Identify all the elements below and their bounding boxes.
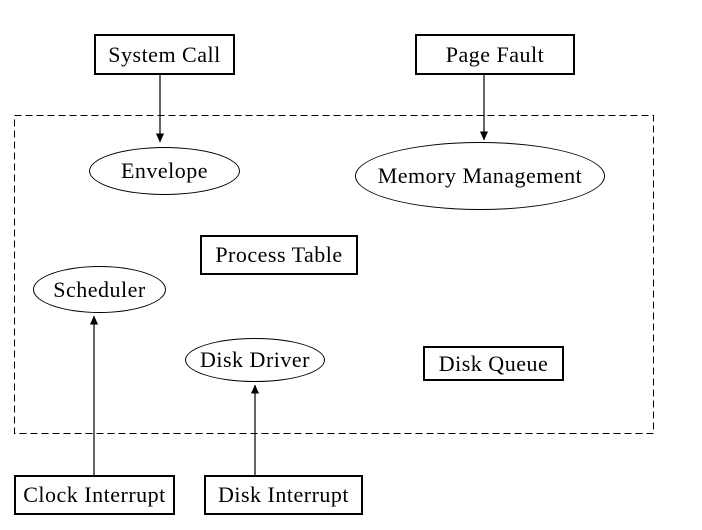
node-disk-interrupt: Disk Interrupt — [204, 475, 363, 515]
node-memory-management: Memory Management — [355, 142, 605, 210]
node-scheduler: Scheduler — [33, 266, 166, 313]
node-system-call-label: System Call — [108, 41, 221, 67]
node-page-fault: Page Fault — [415, 34, 575, 75]
node-disk-queue-label: Disk Queue — [438, 350, 549, 376]
node-envelope-label: Envelope — [120, 158, 209, 183]
node-disk-driver: Disk Driver — [185, 338, 325, 382]
node-clock-interrupt: Clock Interrupt — [14, 475, 175, 515]
node-envelope: Envelope — [89, 147, 240, 195]
node-disk-queue: Disk Queue — [423, 346, 564, 381]
node-disk-driver-label: Disk Driver — [200, 347, 310, 372]
node-disk-interrupt-label: Disk Interrupt — [217, 482, 350, 507]
node-memory-management-label: Memory Management — [377, 163, 583, 188]
node-process-table-label: Process Table — [215, 242, 343, 267]
node-process-table: Process Table — [200, 235, 358, 275]
node-scheduler-label: Scheduler — [53, 276, 146, 302]
node-clock-interrupt-label: Clock Interrupt — [23, 482, 166, 507]
node-page-fault-label: Page Fault — [445, 41, 545, 67]
node-system-call: System Call — [94, 34, 235, 75]
